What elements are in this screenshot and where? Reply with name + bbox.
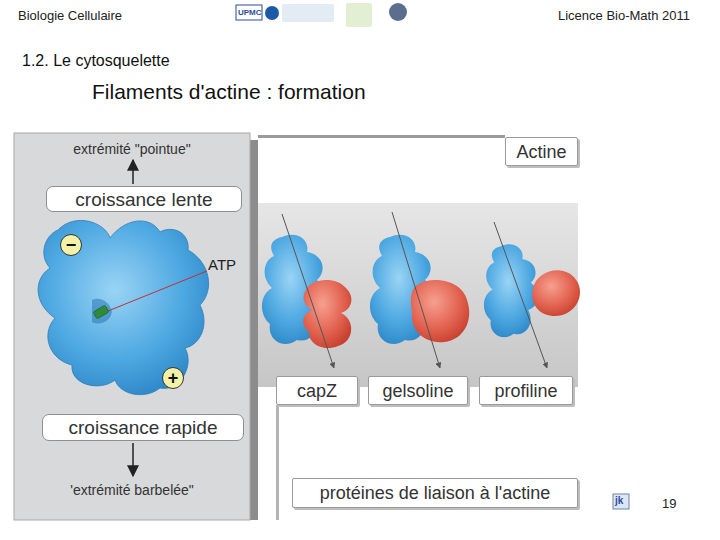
gray-panel — [258, 203, 578, 387]
polarity-circle: + — [162, 367, 184, 389]
section-heading: 1.2. Le cytosquelette — [22, 52, 170, 70]
box-label: croissance lente — [75, 190, 212, 209]
binding-protein — [532, 270, 580, 316]
box-label: gelsoline — [382, 382, 453, 400]
end-panel: extrémité "pointue" 'extrémité barbelée" c… — [14, 133, 250, 520]
box-label: Actine — [516, 143, 566, 161]
molecule-label: ATP — [208, 256, 236, 273]
actin-protein-pair — [484, 244, 538, 337]
polarity-circle: − — [60, 234, 82, 256]
caption-box: protéines de liaison à l'actine — [292, 478, 578, 508]
box-label: croissance rapide — [69, 418, 218, 437]
growth-arrow — [132, 160, 134, 184]
panel-edge — [276, 405, 279, 520]
growth-box: croissance lente — [46, 186, 242, 212]
end-label: extrémité "pointue" — [14, 141, 250, 157]
atp-molecule — [93, 305, 109, 319]
actin-monomer — [370, 235, 434, 344]
protein-box: profiline — [479, 376, 573, 405]
course-year: Licence Bio-Math 2011 — [530, 8, 690, 23]
pointer-arrow — [494, 222, 547, 368]
atp-cleft — [92, 299, 112, 324]
left-panel-fill — [14, 133, 250, 520]
polarity-sign: + — [168, 369, 179, 387]
heading-box: Actine — [505, 137, 578, 166]
course-name: Biologie Cellulaire — [18, 8, 122, 23]
binding-protein — [303, 280, 351, 348]
slide-title: Filaments d'actine : formation — [92, 80, 366, 104]
logo-text: UPMC — [238, 8, 262, 17]
box-label: capZ — [297, 382, 337, 400]
logo-mark — [282, 4, 334, 22]
logo-mark — [389, 3, 407, 21]
panel-shadow — [250, 140, 258, 520]
binding-protein — [411, 280, 469, 342]
box-label: protéines de liaison à l'actine — [320, 484, 551, 502]
leader-line — [108, 271, 207, 311]
actin-monomer — [38, 220, 209, 394]
logo-text: jk — [615, 495, 623, 506]
actin-monomer — [484, 244, 538, 337]
pointer-arrow — [392, 212, 440, 368]
box-label: profiline — [494, 382, 557, 400]
actin-protein-pair — [370, 235, 434, 344]
logo-mark — [265, 6, 279, 20]
protein-box: capZ — [276, 376, 358, 405]
growth-arrow — [132, 443, 134, 476]
actin-protein-pair — [262, 235, 326, 344]
pointer-arrow — [282, 214, 334, 368]
end-label: 'extrémité barbelée" — [14, 482, 250, 498]
protein-box: gelsoline — [368, 376, 468, 405]
actin-monomer — [262, 235, 326, 344]
logo-frame — [236, 5, 262, 20]
page-number: 19 — [662, 496, 676, 511]
polarity-sign: − — [66, 236, 77, 254]
panel-edge — [258, 135, 505, 138]
logo-frame — [613, 494, 629, 509]
logo-mark — [346, 3, 372, 27]
growth-box: croissance rapide — [42, 414, 244, 441]
